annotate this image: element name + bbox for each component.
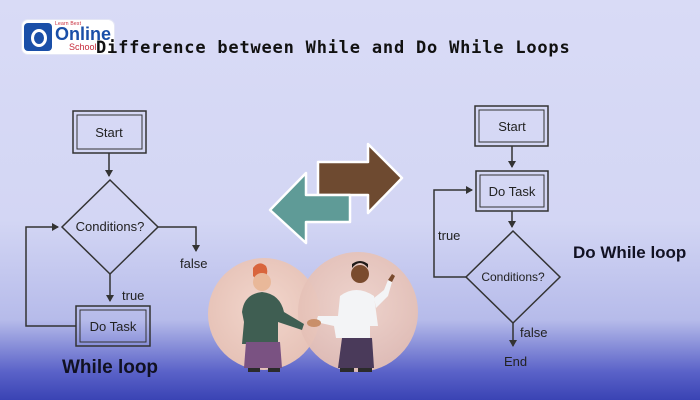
while-false-label: false [180, 256, 207, 271]
handshake-illustration [208, 252, 418, 372]
while-start-label: Start [95, 125, 123, 140]
handshake-hands [307, 319, 321, 327]
online-school-logo: Learn Best Online School [22, 20, 114, 54]
left-arrow-teal [268, 171, 352, 245]
page-title: Difference between While and Do While Lo… [96, 38, 571, 58]
dowhile-condition-label: Conditions? [481, 270, 545, 284]
while-arrow-false-branch [158, 226, 200, 252]
dowhile-task-label: Do Task [489, 184, 536, 199]
dowhile-end-label: End [504, 354, 527, 369]
swap-arrows-icon [268, 142, 404, 245]
logo-mark-icon [24, 23, 52, 51]
woman-figure [242, 263, 304, 372]
logo-tagline: Learn Best [55, 21, 82, 27]
dowhile-arrow-loop-back [433, 186, 473, 278]
logo-brand-school: School [69, 42, 97, 52]
man-figure [316, 261, 395, 372]
dowhile-start-label: Start [498, 119, 526, 134]
while-true-label: true [122, 288, 144, 303]
while-condition-label: Conditions? [76, 219, 145, 234]
do-while-loop-caption: Do While loop [573, 243, 687, 262]
while-arrow-loop-back [25, 223, 76, 327]
dowhile-false-label: false [520, 325, 547, 340]
do-while-loop-flowchart: Start Do Task Conditions? true false End [433, 105, 562, 369]
logo-brand-online: Online [55, 24, 112, 44]
while-loop-caption: While loop [62, 357, 159, 378]
dowhile-true-label: true [438, 228, 460, 243]
while-loop-flowchart: Start Conditions? false true Do Task [25, 110, 207, 347]
while-task-label: Do Task [90, 319, 137, 334]
